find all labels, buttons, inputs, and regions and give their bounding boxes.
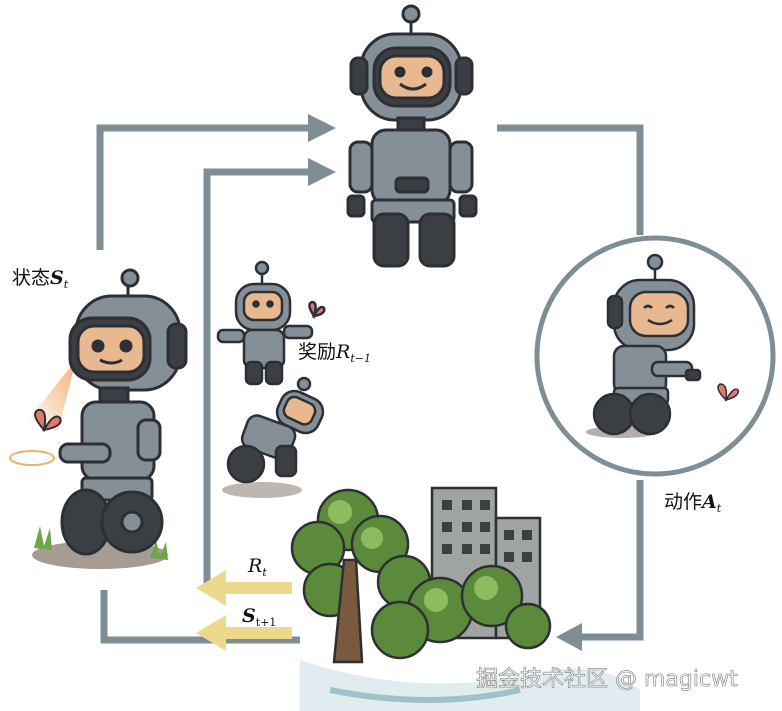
- loop-arrow-action-to-env: [578, 480, 644, 641]
- reward-feedback-arrowhead: [196, 570, 226, 606]
- environment-illustration: [290, 486, 640, 711]
- butterfly-icon: [34, 408, 62, 433]
- action-circle: [534, 235, 776, 477]
- arrowhead-agent-top: [308, 114, 336, 142]
- feedback-arrows: [196, 570, 292, 651]
- arrowhead-environment: [556, 623, 582, 651]
- reward-robots-illustration: [216, 260, 326, 498]
- loop-arrows: [96, 124, 644, 644]
- state-feedback-label: St+1: [242, 605, 276, 629]
- loop-arrow-state-to-agent: [96, 124, 312, 250]
- watermark: 掘金技术社区 @ magicwt: [476, 667, 738, 692]
- state-label: 状态St: [12, 267, 69, 291]
- agent-robot-illustration: [346, 4, 478, 268]
- action-illustration: [534, 235, 776, 477]
- reward-label: 奖励Rt−1: [298, 341, 371, 365]
- reward-feedback-label: Rt: [247, 555, 267, 579]
- action-label: 动作At: [664, 491, 722, 515]
- arrowhead-agent-bottom: [308, 158, 336, 186]
- loop-arrowheads: [308, 114, 582, 651]
- state-feedback-arrowhead: [196, 615, 226, 651]
- loop-arrow-outer: [100, 590, 300, 644]
- loop-arrow-inner: [203, 168, 312, 590]
- butterfly-icon: [717, 383, 739, 402]
- state-robot-illustration: [9, 268, 188, 569]
- loop-arrow-agent-to-action: [497, 124, 644, 235]
